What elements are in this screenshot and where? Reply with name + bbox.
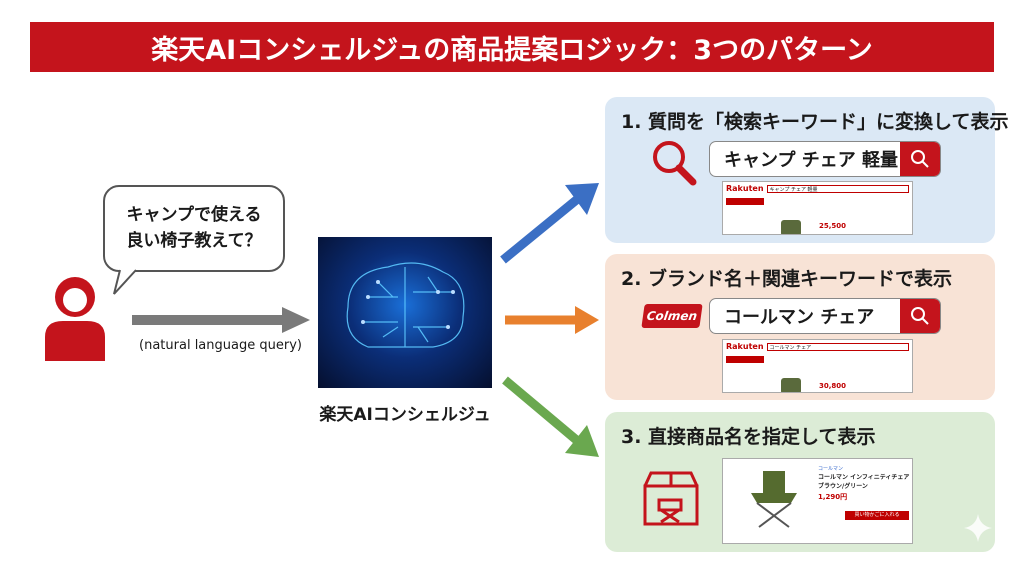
mini-search: コールマン チェア — [766, 342, 909, 351]
panel-title: 3. 直接商品名を指定して表示 — [621, 426, 876, 448]
branch-arrows — [500, 183, 599, 457]
price: 1,290円 — [818, 493, 848, 501]
person-icon — [45, 277, 105, 361]
add-to-cart-button[interactable]: 買い物かごに入れる — [845, 511, 909, 520]
magnifier-icon — [653, 141, 697, 186]
speech-bubble: キャンプで使える良い椅子教えて？ — [103, 185, 285, 272]
mini-product-name: コールマン インフィニティチェア ブラウン/グリーン — [818, 474, 910, 490]
brain-circuit-icon — [318, 237, 492, 388]
bubble-tail — [113, 269, 137, 295]
arrow-green — [565, 425, 599, 457]
arrow-to-ai — [132, 307, 310, 333]
search-query: キャンプ チェア 軽量 — [724, 150, 898, 171]
panel-title: 1. 質問を「検索キーワード」に変換して表示 — [621, 111, 1009, 133]
pattern-panel-2: 2. ブランド名＋関連キーワードで表示 Colmen コールマン チェア Rak… — [605, 254, 995, 400]
pattern-panel-3: 3. 直接商品名を指定して表示 コールマン コールマン インフィニティチェア ブ… — [605, 412, 995, 552]
search-button[interactable] — [900, 299, 940, 333]
search-button[interactable] — [900, 142, 940, 176]
search-query: コールマン チェア — [724, 307, 875, 328]
search-box[interactable]: コールマン チェア — [709, 298, 941, 334]
brand-logo: Colmen — [641, 304, 703, 328]
arrow-blue — [565, 183, 599, 215]
search-icon — [911, 150, 929, 168]
box-chair-icon — [643, 471, 699, 526]
query-note: (natural language query) — [139, 338, 302, 353]
rakuten-logo: Rakuten — [726, 342, 764, 351]
page-title: 楽天AIコンシェルジュの商品提案ロジック：3つのパターン — [30, 22, 994, 72]
mini-search: キャンプ チェア 軽量 — [766, 184, 909, 193]
sparkle-icon — [964, 514, 992, 542]
ai-label: 楽天AIコンシェルジュ — [319, 405, 491, 425]
panel-title: 2. ブランド名＋関連キーワードで表示 — [621, 268, 953, 290]
price: 30,800 — [819, 382, 847, 390]
pattern-panel-1: 1. 質問を「検索キーワード」に変換して表示 キャンプ チェア 軽量 Rakut… — [605, 97, 1008, 243]
search-icon — [911, 307, 929, 325]
question-line: 良い椅子教えて？ — [126, 230, 262, 251]
question-line: キャンプで使える — [126, 205, 262, 225]
price: 25,500 — [819, 222, 847, 230]
rakuten-logo: Rakuten — [726, 184, 764, 193]
mini-brand: コールマン — [818, 466, 844, 472]
arrow-orange — [575, 306, 599, 334]
search-box[interactable]: キャンプ チェア 軽量 — [709, 141, 941, 177]
product-page-screenshot: コールマン コールマン インフィニティチェア ブラウン/グリーン 1,290円 … — [722, 458, 913, 544]
